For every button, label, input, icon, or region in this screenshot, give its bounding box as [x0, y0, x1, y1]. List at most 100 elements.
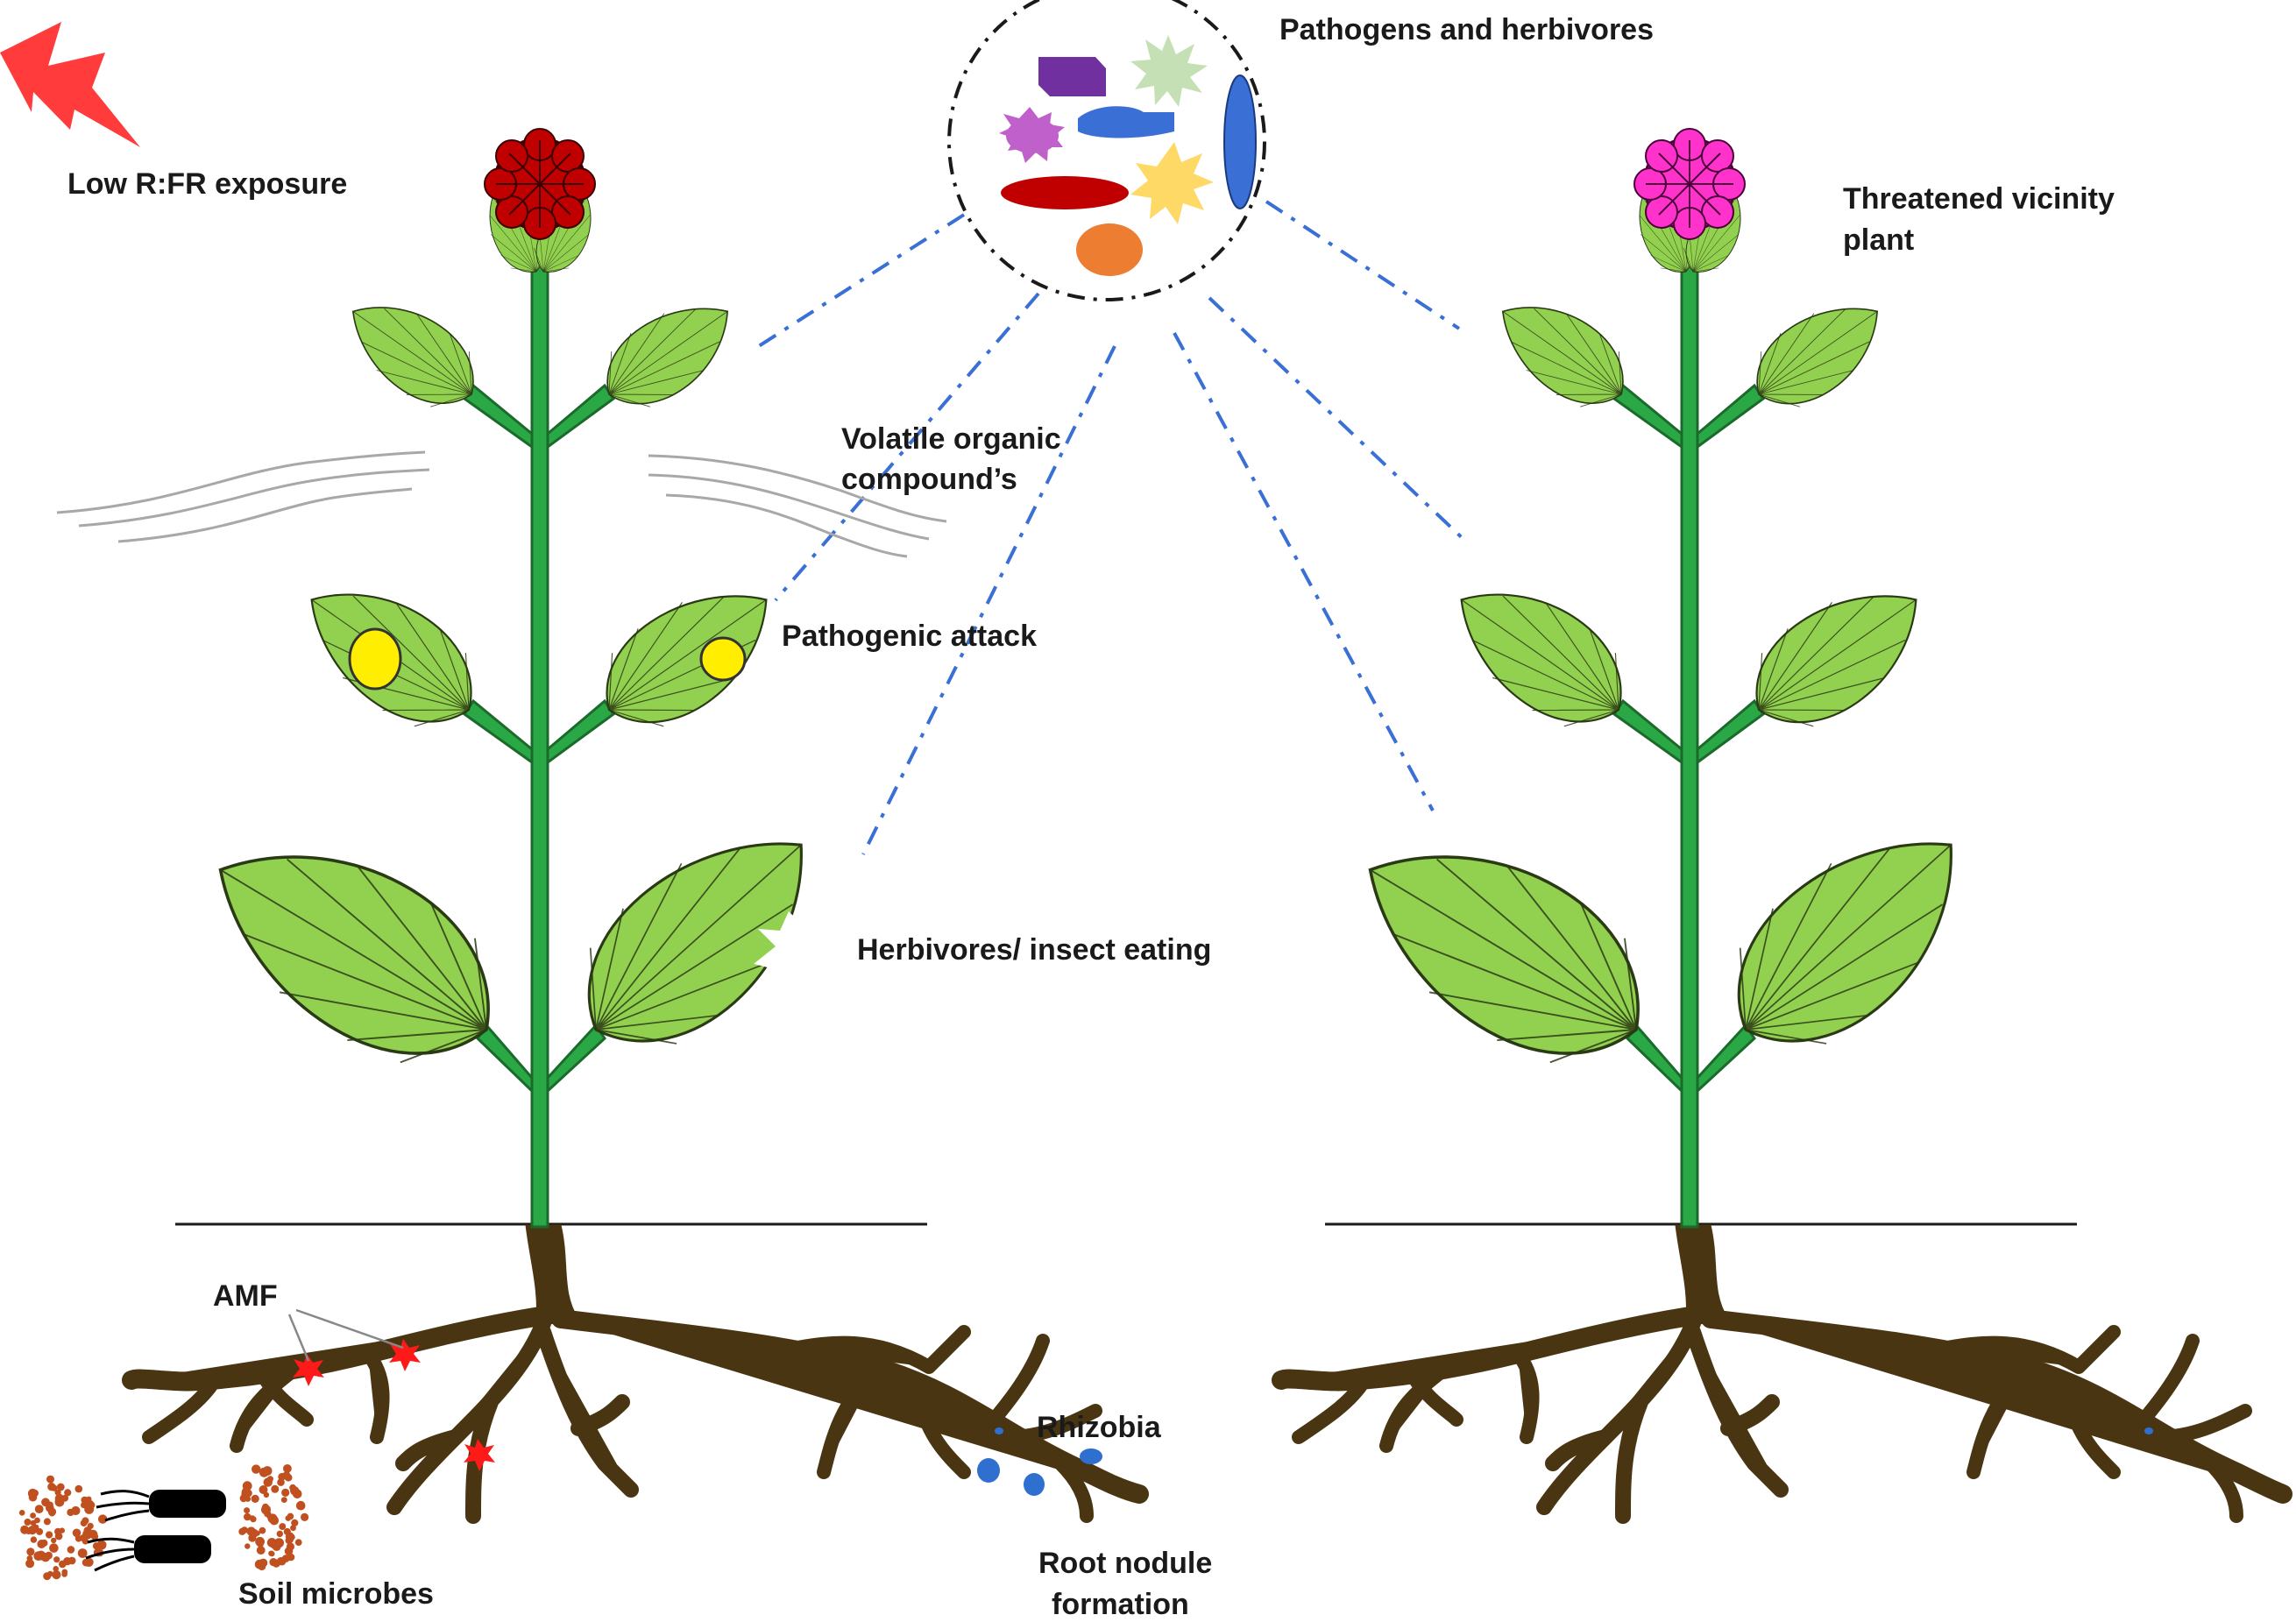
microbe-dot — [63, 1557, 72, 1566]
petioles-left — [462, 383, 616, 1094]
microbe-dot — [81, 1538, 89, 1545]
microbe-dot — [287, 1512, 294, 1520]
label-rhizobia: Rhizobia — [1037, 1411, 1162, 1444]
microbe-dot — [40, 1539, 48, 1547]
leaf-middle-left-b — [579, 557, 797, 753]
microbe-dot — [52, 1570, 61, 1580]
microbe-dot — [257, 1541, 264, 1548]
label-voc-line2: compound’s — [841, 463, 1017, 496]
microbe-dot — [294, 1539, 302, 1546]
microbe-dot — [242, 1481, 252, 1491]
infection-spot-1 — [348, 627, 402, 691]
microbe-dot — [56, 1483, 65, 1491]
label-threatened-line2: plant — [1843, 223, 1914, 257]
microbe-dot — [98, 1515, 106, 1523]
microbe-dots — [18, 1464, 309, 1581]
voc-signal-lines — [750, 200, 1470, 855]
leaf-middle-right-b — [1729, 557, 1946, 753]
microbe-dot — [263, 1477, 273, 1487]
microbe-dot — [282, 1471, 291, 1480]
label-threatened-line1: Threatened vicinity — [1843, 182, 2115, 216]
microbe-dot — [46, 1475, 54, 1484]
microbe-dot — [263, 1491, 270, 1498]
microbe-dot — [72, 1528, 81, 1538]
microbe-dot — [26, 1548, 35, 1556]
label-soil-microbes: Soil microbes — [238, 1577, 434, 1611]
microbe-dot — [33, 1524, 39, 1530]
microbe-dot — [269, 1516, 280, 1526]
microbe-dot — [54, 1532, 63, 1541]
microbe-dot — [49, 1543, 59, 1553]
right-plant — [1272, 128, 2292, 1524]
microbe-dot — [67, 1508, 74, 1517]
amf-marks — [293, 1339, 495, 1471]
label-low-rfr: Low R:FR exposure — [67, 167, 347, 201]
microbe-dot — [74, 1484, 83, 1493]
microbe-dot — [268, 1540, 275, 1546]
microbe-dot — [252, 1464, 261, 1474]
microbe-dot — [53, 1556, 60, 1563]
microbe-dot — [54, 1493, 65, 1504]
microbe-dot — [46, 1504, 54, 1512]
microbe-dot — [244, 1543, 251, 1549]
microbe-dot — [18, 1510, 25, 1516]
microbe-dot — [86, 1496, 92, 1502]
wind-lines-icon — [56, 450, 947, 558]
top-bud-right — [1622, 128, 1757, 284]
microbe-dot — [262, 1466, 273, 1476]
microbe-dot — [53, 1566, 59, 1572]
microbe-dot — [283, 1464, 292, 1473]
microbe-dot — [277, 1478, 285, 1486]
microbe-dot — [290, 1525, 296, 1532]
microbe-dot — [269, 1550, 275, 1557]
microbe-dot — [30, 1519, 37, 1526]
microbe-dot — [291, 1519, 299, 1526]
diagram-labels: Low R:FR exposure Pathogens and herbivor… — [67, 13, 2115, 1621]
microbe-dot — [91, 1533, 99, 1541]
leaf-upper-left-b — [586, 280, 750, 427]
microbe-dot — [30, 1512, 36, 1519]
microbe-dot — [280, 1497, 287, 1503]
top-bud-left — [472, 128, 607, 284]
microbe-dot — [84, 1533, 91, 1540]
label-root-nodule-line1: Root nodule — [1038, 1547, 1212, 1580]
label-voc-line1: Volatile organic — [841, 422, 1061, 456]
microbe-dot — [244, 1507, 251, 1514]
leaf-lower-right-a — [1327, 798, 1680, 1101]
label-pathogens-herbivores: Pathogens and herbivores — [1279, 13, 1654, 46]
microbe-dot — [259, 1558, 268, 1568]
microbe-dot — [30, 1536, 38, 1543]
stem-right — [1680, 259, 1699, 1229]
lightning-icon — [0, 22, 140, 147]
microbe-dot — [92, 1542, 101, 1550]
microbe-dot — [249, 1515, 256, 1521]
microbe-dot — [80, 1519, 88, 1526]
amf-pointer-lines — [287, 1308, 404, 1362]
pathogen-cluster — [947, 0, 1266, 301]
microbe-dot — [287, 1553, 295, 1562]
label-root-nodule-line2: formation — [1052, 1588, 1189, 1621]
microbe-dot — [43, 1518, 51, 1526]
microbe-dot — [248, 1533, 257, 1542]
microbe-dot — [285, 1536, 293, 1545]
root-nodules — [977, 1427, 1102, 1496]
petioles-right — [1612, 383, 1766, 1094]
microbe-dot — [84, 1504, 95, 1514]
label-pathogenic-attack: Pathogenic attack — [782, 620, 1037, 653]
microbe-dot — [241, 1490, 252, 1499]
microbe-dot — [258, 1547, 264, 1554]
microbe-dot — [36, 1527, 44, 1535]
soil-microbes-group — [18, 1464, 309, 1581]
infection-spot-2 — [699, 636, 747, 682]
microbe-dot — [271, 1484, 280, 1493]
leaf-lower-left-a — [177, 798, 530, 1101]
microbe-dot — [281, 1488, 290, 1497]
microbe-dot — [276, 1530, 283, 1538]
microbe-dot — [251, 1494, 259, 1503]
bacteria-icon — [85, 1490, 226, 1572]
label-amf: AMF — [213, 1279, 278, 1313]
root-system-right — [1272, 1224, 2292, 1524]
microbe-dot — [28, 1492, 38, 1502]
root-system-left — [122, 1224, 1149, 1524]
leaf-upper-right-b — [1736, 280, 1900, 427]
